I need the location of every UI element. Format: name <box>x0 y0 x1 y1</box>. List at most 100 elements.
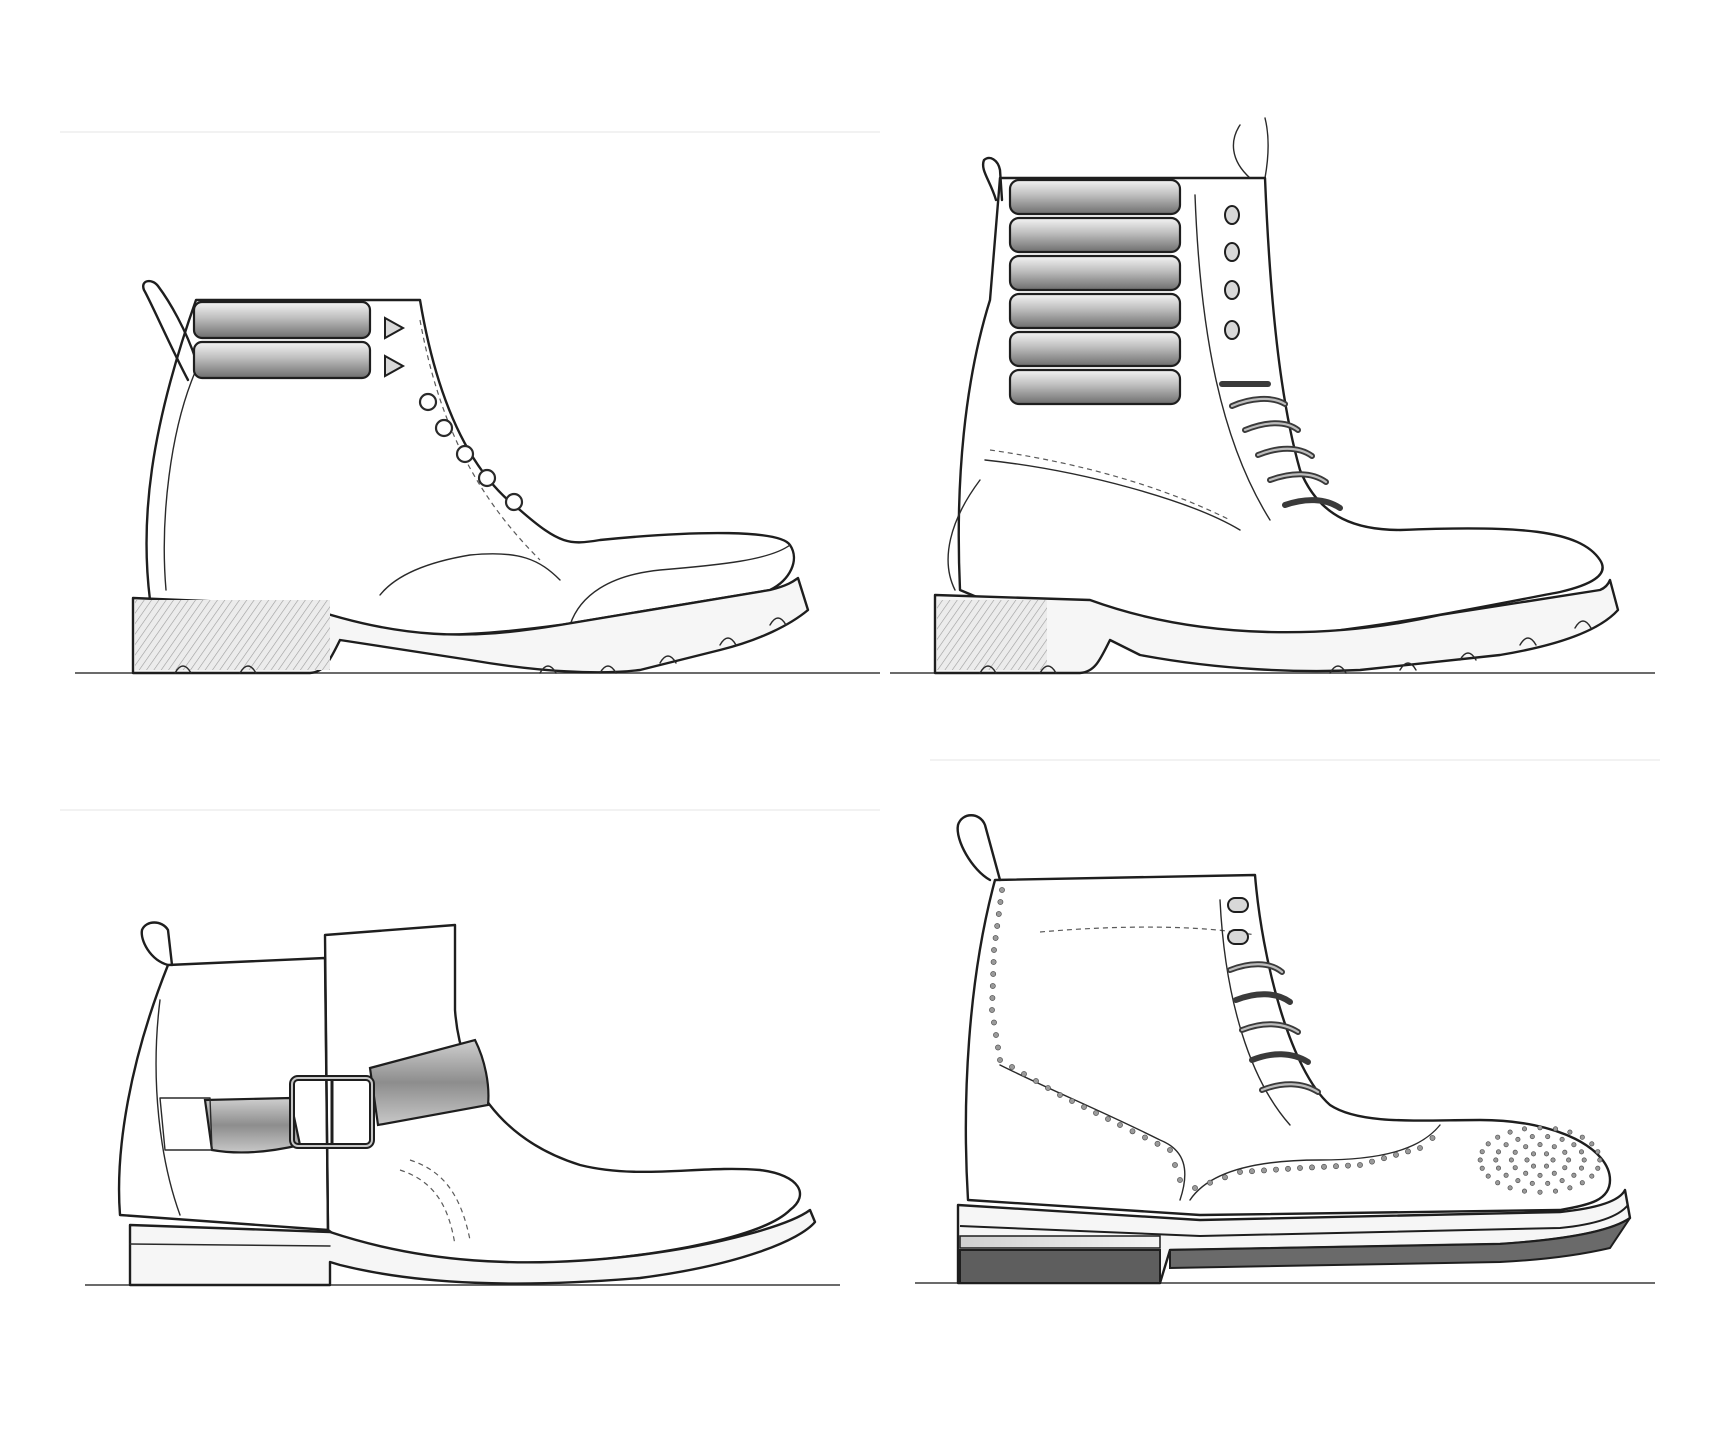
eyelet <box>434 418 454 438</box>
medallion-dot <box>1579 1149 1585 1155</box>
shaft-top <box>1232 117 1269 179</box>
perforation-dot <box>1069 1098 1075 1104</box>
side-stitch <box>989 449 1231 521</box>
perforation-dot <box>990 971 997 977</box>
pull-tab <box>981 156 1004 202</box>
vamp-stitch <box>399 1169 456 1246</box>
medallion-dot <box>1485 1141 1491 1147</box>
medallion-dot <box>1553 1188 1559 1194</box>
brogue-vamp-seam <box>1189 1124 1441 1201</box>
perforation-dot <box>995 1044 1001 1051</box>
midsole-band <box>959 1235 1161 1249</box>
lace-highlight <box>1228 963 1320 1094</box>
medallion-dot <box>1544 1163 1550 1169</box>
medallion-dot <box>1595 1149 1601 1155</box>
boot-1-padded-collar-boot <box>75 279 880 675</box>
perforation-dot <box>1057 1092 1063 1098</box>
medallion-dot <box>1597 1157 1603 1163</box>
forefoot-tread <box>1169 1217 1631 1270</box>
perforation-dot <box>1381 1155 1387 1162</box>
side-seam <box>984 459 1241 531</box>
perforation-dot <box>1417 1145 1423 1151</box>
lace <box>1249 1051 1311 1065</box>
brogue-perforations <box>989 887 1603 1195</box>
perforation-dot <box>997 1057 1003 1063</box>
medallion-dot <box>1493 1157 1499 1163</box>
medallion-dot <box>1507 1185 1513 1191</box>
perforation-dot <box>1207 1179 1213 1186</box>
medallion-dot <box>1553 1126 1559 1132</box>
medallion-dot <box>1495 1134 1501 1140</box>
perforation-dot <box>1333 1163 1339 1170</box>
perforation-dot <box>1093 1110 1099 1116</box>
perforation-dot <box>1167 1147 1173 1153</box>
heel-counter-line <box>163 369 197 591</box>
perforation-dot <box>1285 1165 1291 1172</box>
strap-keeper <box>159 1097 213 1151</box>
medallion-dot <box>1579 1165 1585 1171</box>
lace-highlight <box>1230 397 1328 484</box>
medallion-dot <box>1529 1180 1535 1186</box>
heel-counter <box>947 479 981 591</box>
boot-2-lug-sole <box>933 578 1620 675</box>
rib <box>1008 368 1182 406</box>
speed-hook <box>1227 897 1249 913</box>
medallion-dot <box>1589 1173 1595 1179</box>
perforation-dot <box>1393 1151 1399 1158</box>
medallion-dot <box>1485 1173 1491 1179</box>
quarter-seam <box>1194 194 1271 521</box>
rib <box>1008 254 1182 292</box>
perforation-dot <box>1192 1185 1198 1191</box>
medallion-dot <box>1537 1189 1543 1195</box>
perforation-dot <box>989 995 996 1001</box>
perforation-dot <box>997 899 1004 905</box>
sole-lugs <box>979 620 1592 674</box>
rib <box>1008 216 1182 254</box>
medallion-dot <box>1507 1129 1513 1135</box>
medallion-dot <box>1566 1157 1572 1163</box>
lace <box>1233 991 1293 1005</box>
collar-stitch <box>1039 926 1256 936</box>
heel-tread <box>959 1249 1161 1284</box>
rib <box>1008 178 1182 216</box>
perforation-dot <box>989 983 996 989</box>
sole-lugs <box>174 617 787 674</box>
medallion-dot <box>1496 1149 1502 1155</box>
rib <box>1008 292 1182 330</box>
medallion-dot <box>1579 1180 1585 1186</box>
perforation-dot <box>1172 1162 1178 1168</box>
medallion-dot <box>1562 1165 1568 1171</box>
perforation-dot <box>1261 1167 1267 1174</box>
medallion-dot <box>1512 1149 1518 1155</box>
perforation-dot <box>1081 1104 1087 1110</box>
stud <box>1224 242 1240 262</box>
medallion-dot <box>1508 1157 1514 1163</box>
perforation-dot <box>991 1019 997 1026</box>
quarter-stitch <box>419 319 541 561</box>
toe-cap-line <box>569 544 791 626</box>
buckle-highlight <box>291 1077 373 1147</box>
perforation-dot <box>995 911 1002 917</box>
medallion-dot <box>1550 1157 1556 1163</box>
medallion-dot <box>1496 1165 1502 1171</box>
medallion-dot <box>1523 1144 1529 1150</box>
medallion-dot <box>1522 1126 1528 1132</box>
perforation-dot <box>1429 1135 1436 1141</box>
perforation-dot <box>1154 1140 1161 1147</box>
medallion-dot <box>1567 1185 1573 1191</box>
pull-tab <box>956 814 1002 882</box>
perforation-dot <box>1105 1116 1111 1122</box>
medallion-dot <box>1595 1165 1601 1171</box>
medallion-dot <box>1503 1142 1509 1148</box>
perforation-dot <box>1009 1064 1015 1070</box>
perforation-dot <box>1369 1158 1375 1165</box>
medallion-dot <box>1562 1149 1568 1155</box>
perforation-dot <box>1321 1163 1327 1170</box>
lace <box>1282 497 1343 511</box>
perforation-dot <box>1345 1162 1351 1169</box>
boot-2-ribbed-combat-boot <box>890 117 1655 675</box>
perforation-dot <box>1045 1085 1051 1091</box>
perforation-dot <box>1405 1148 1411 1155</box>
perforation-dot <box>1222 1174 1228 1181</box>
perforation-dot <box>991 947 997 953</box>
